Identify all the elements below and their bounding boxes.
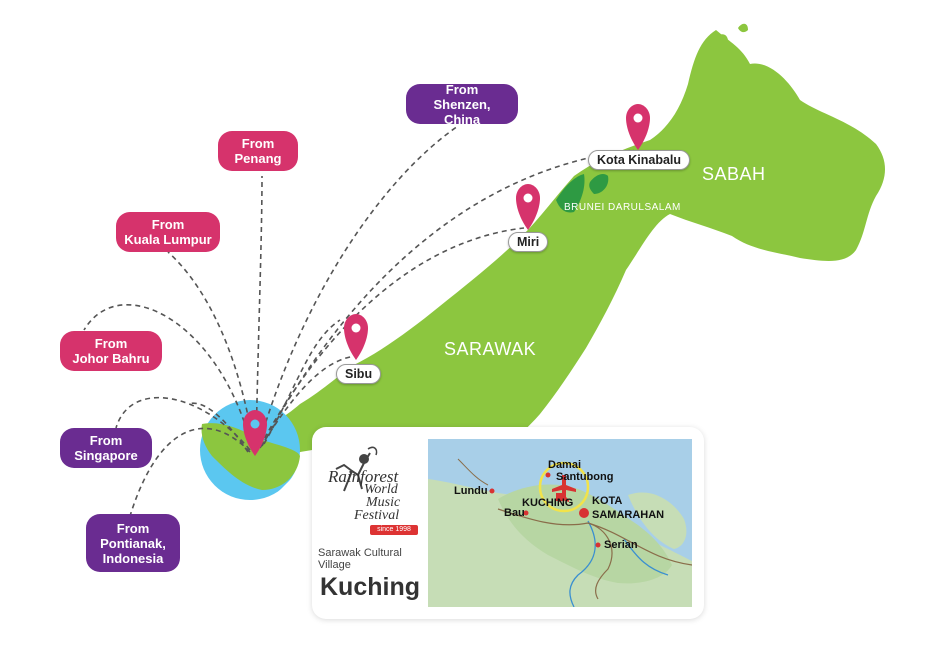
- city-label-kota-kinabalu: Kota Kinabalu: [588, 150, 691, 170]
- logo-since-text: since 1998: [377, 526, 411, 533]
- dot-bau: [523, 510, 529, 516]
- origin-pontianak-line3: Indonesia: [102, 550, 164, 566]
- route-johor-bahru: [83, 303, 253, 449]
- kuching-land-in-circle: [201, 423, 300, 490]
- origin-kuala-lumpur-line1: From: [151, 217, 185, 232]
- origin-pontianak-line2: Pontianak,: [100, 535, 166, 551]
- inset-land-east: [628, 492, 687, 549]
- origin-pontianak-line1: From: [116, 520, 150, 536]
- airplane-icon: [552, 475, 576, 502]
- origin-shenzen: From Shenzen, China: [406, 81, 518, 127]
- city-label-sibu: Sibu: [336, 364, 382, 384]
- coast-inlet: [300, 370, 333, 388]
- origin-penang: From Penang: [218, 131, 298, 171]
- origin-johor-bahru-line1: From: [94, 336, 128, 351]
- logo-rainforest: Rainforest: [328, 467, 399, 486]
- route-shenzen: [257, 125, 459, 449]
- inset-map-canvas: [428, 439, 692, 607]
- inset-label-kota: KOTA: [592, 495, 623, 507]
- route-extra-2: [187, 402, 249, 453]
- brunei-shape-east: [589, 174, 609, 194]
- venue-name: Sarawak Cultural Village: [318, 547, 402, 571]
- kuching-inset-map: Damai Santubong Lundu Bau KUCHING KOTA S…: [428, 439, 692, 607]
- region-label-sarawak: SARAWAK: [444, 339, 537, 359]
- pin-kota-kinabalu: [626, 104, 650, 150]
- inset-road-2: [587, 522, 692, 566]
- borneo-landmass: [248, 30, 885, 462]
- dot-lundu: [489, 488, 495, 494]
- festival-logo: Rainforest World Music Festival since 19…: [312, 427, 426, 619]
- kuching-circle-cut: [276, 470, 306, 500]
- logo-music: Music: [366, 495, 401, 510]
- island-north-3: [860, 145, 873, 157]
- route-pontianak: [129, 427, 251, 517]
- origin-singapore: From Singapore: [60, 428, 152, 468]
- dot-damai: [545, 472, 551, 478]
- brunei-shape-west: [556, 174, 585, 213]
- inset-river-2: [623, 538, 669, 576]
- kuching-inset-card: Rainforest World Music Festival since 19…: [312, 427, 704, 619]
- pin-sibu: [344, 314, 368, 360]
- dot-serian: [595, 542, 601, 548]
- island-north-1: [708, 34, 728, 49]
- inset-label-serian: Serian: [604, 539, 638, 551]
- origin-shenzen-line1: From: [445, 81, 479, 97]
- inset-road-3: [457, 458, 489, 486]
- origin-johor-bahru: From Johor Bahru: [60, 331, 162, 371]
- airport-highlight-circle: [538, 461, 590, 513]
- route-kota-kinabalu: [261, 149, 635, 447]
- route-singapore: [115, 396, 251, 451]
- inset-label-lundu: Lundu: [454, 485, 488, 497]
- dancer-figure-icon: [335, 446, 378, 492]
- kuching-marker-square: [556, 493, 564, 501]
- origin-penang-line2: Penang: [234, 151, 282, 166]
- region-label-sabah: SABAH: [702, 164, 766, 184]
- origin-pontianak: From Pontianak, Indonesia: [86, 514, 180, 572]
- inset-label-santubong: Santubong: [556, 471, 614, 483]
- inset-river-1: [569, 520, 596, 607]
- inset-road-1: [497, 508, 613, 600]
- pin-kuching: [243, 410, 267, 456]
- logo-since-ribbon: since 1998: [370, 525, 418, 535]
- origin-kuala-lumpur-line2: Kuala Lumpur: [124, 232, 212, 247]
- inset-label-bau: Bau: [504, 507, 525, 519]
- origin-shenzen-line2: Shenzen, China: [433, 96, 491, 127]
- origin-johor-bahru-line2: Johor Bahru: [72, 351, 150, 366]
- route-penang: [255, 175, 263, 449]
- inset-label-damai: Damai: [548, 459, 582, 471]
- dot-kota-samarahan: [579, 508, 589, 518]
- inset-label-samarahan: SAMARAHAN: [592, 509, 665, 521]
- pin-miri: [516, 184, 540, 230]
- region-label-brunei: BRUNEI DARULSALAM: [564, 202, 681, 213]
- logo-festival: Festival: [354, 508, 400, 523]
- origin-kuala-lumpur: From Kuala Lumpur: [116, 212, 220, 252]
- origin-penang-line1: From: [241, 136, 275, 151]
- logo-world: World: [364, 482, 398, 497]
- inset-land-mainland: [498, 484, 672, 584]
- inset-label-kuching: KUCHING: [522, 497, 574, 509]
- origin-singapore-line1: From: [89, 433, 123, 448]
- island-north-2: [738, 23, 748, 33]
- origin-singapore-line2: Singapore: [74, 448, 138, 463]
- venue-city: Kuching: [320, 573, 420, 601]
- city-label-miri: Miri: [508, 232, 549, 252]
